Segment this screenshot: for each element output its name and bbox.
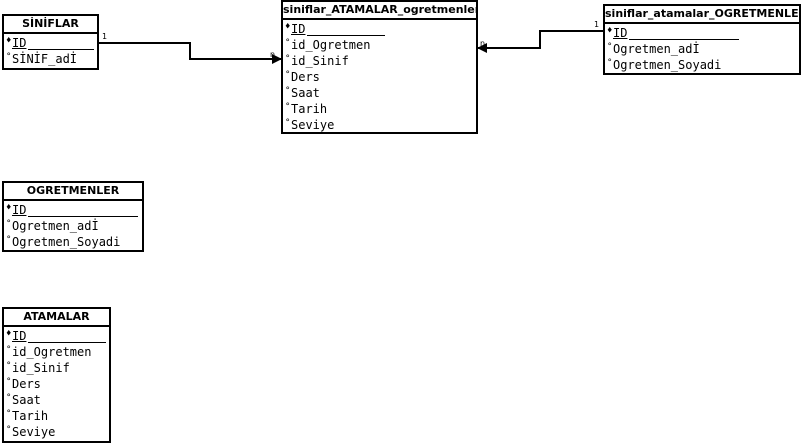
attribute-name: Tarih [291, 102, 328, 116]
attribute-row[interactable]: ♦ID [4, 202, 142, 218]
attribute-icon: ° [6, 219, 12, 229]
attribute-name: Ogretmen_Soyadi [12, 235, 121, 249]
attribute-name: SİNİF_adİ [12, 52, 78, 66]
entity-title: SİNİFLAR [4, 16, 97, 34]
key-underline [629, 39, 739, 40]
attribute-icon: ° [607, 42, 613, 52]
attribute-icon: ° [6, 425, 12, 435]
attribute-icon: ° [6, 361, 12, 371]
attribute-row[interactable]: °Ders [4, 376, 109, 392]
attribute-name: ID [613, 26, 628, 40]
attribute-icon: ° [285, 86, 291, 96]
attribute-name: ID [12, 329, 27, 343]
attribute-row[interactable]: ♦ID [283, 21, 476, 37]
entity-siniflar-atamalar-ogretmenler[interactable]: siniflar_ATAMALAR_ogretmenler ♦ID °id_Og… [281, 0, 478, 134]
attribute-row[interactable]: °Ogretmen_Soyadi [605, 57, 799, 73]
attribute-row[interactable]: °Tarih [283, 101, 476, 117]
attribute-icon: ° [6, 377, 12, 387]
attribute-row[interactable]: °Ders [283, 69, 476, 85]
primary-key-icon: ♦ [6, 329, 12, 339]
attribute-name: Ders [12, 377, 41, 391]
attribute-name: ID [12, 203, 27, 217]
cardinality-one-label: 1 [102, 32, 107, 41]
attribute-name: id_Sinif [12, 361, 70, 375]
attribute-name: Saat [291, 86, 320, 100]
relationship-ogretmenler-to-junction[interactable] [477, 30, 603, 53]
attribute-row[interactable]: °Saat [283, 85, 476, 101]
attribute-icon: ° [285, 54, 291, 64]
key-underline [28, 216, 138, 217]
attribute-row[interactable]: ♦ID [4, 328, 109, 344]
entity-title: siniflar_atamalar_OGRETMENLER [605, 6, 799, 24]
cardinality-one-label: 1 [594, 20, 599, 29]
attribute-name: Ogretmen_adİ [613, 42, 700, 56]
attribute-name: id_Sinif [291, 54, 349, 68]
attribute-icon: ° [607, 58, 613, 68]
attribute-row[interactable]: °id_Ogretmen [4, 344, 109, 360]
entity-title: OGRETMENLER [4, 183, 142, 201]
attribute-name: ID [12, 36, 27, 50]
attribute-row[interactable]: °Ogretmen_adİ [605, 41, 799, 57]
primary-key-icon: ♦ [607, 26, 613, 36]
attribute-name: Seviye [291, 118, 335, 132]
primary-key-icon: ♦ [285, 22, 291, 32]
attribute-icon: ° [6, 345, 12, 355]
attribute-row[interactable]: °id_Sinif [4, 360, 109, 376]
attribute-icon: ° [285, 38, 291, 48]
primary-key-icon: ♦ [6, 36, 12, 46]
attribute-name: Seviye [12, 425, 56, 439]
attribute-row[interactable]: °id_Ogretmen [283, 37, 476, 53]
key-underline [28, 49, 94, 50]
cardinality-many-label: n [270, 50, 275, 59]
attribute-name: Saat [12, 393, 41, 407]
attribute-row[interactable]: ♦ID [4, 35, 97, 51]
entity-siniflar[interactable]: SİNİFLAR ♦ID °SİNİF_adİ [2, 14, 99, 70]
attribute-name: id_Ogretmen [291, 38, 371, 52]
attribute-name: Ogretmen_adİ [12, 219, 99, 233]
entity-atamalar[interactable]: ATAMALAR ♦ID °id_Ogretmen °id_Sinif °Der… [2, 307, 111, 443]
attribute-row[interactable]: °Saat [4, 392, 109, 408]
attribute-icon: ° [6, 409, 12, 419]
attribute-row[interactable]: °Ogretmen_adİ [4, 218, 142, 234]
attribute-icon: ° [285, 102, 291, 112]
attribute-row[interactable]: °Seviye [283, 117, 476, 133]
key-underline [307, 35, 385, 36]
entity-ogretmenler[interactable]: OGRETMENLER ♦ID °Ogretmen_adİ °Ogretmen_… [2, 181, 144, 252]
attribute-name: Ders [291, 70, 320, 84]
entity-title: ATAMALAR [4, 309, 109, 327]
attribute-row[interactable]: °Ogretmen_Soyadi [4, 234, 142, 250]
attribute-icon: ° [6, 393, 12, 403]
attribute-icon: ° [285, 70, 291, 80]
attribute-name: id_Ogretmen [12, 345, 92, 359]
attribute-name: Ogretmen_Soyadi [613, 58, 722, 72]
attribute-icon: ° [285, 118, 291, 128]
attribute-row[interactable]: °id_Sinif [283, 53, 476, 69]
entity-title: siniflar_ATAMALAR_ogretmenler [283, 2, 476, 20]
entity-siniflar-atamalar-ogretmenler-lookup[interactable]: siniflar_atamalar_OGRETMENLER ♦ID °Ogret… [603, 4, 801, 75]
attribute-icon: ° [6, 52, 12, 62]
relationship-siniflar-to-junction[interactable] [99, 42, 282, 64]
primary-key-icon: ♦ [6, 203, 12, 213]
attribute-row[interactable]: ♦ID [605, 25, 799, 41]
attribute-row[interactable]: °Tarih [4, 408, 109, 424]
attribute-icon: ° [6, 235, 12, 245]
attribute-row[interactable]: °Seviye [4, 424, 109, 440]
attribute-name: Tarih [12, 409, 49, 423]
key-underline [28, 342, 106, 343]
cardinality-many-label: n [480, 39, 485, 48]
attribute-name: ID [291, 22, 306, 36]
attribute-row[interactable]: °SİNİF_adİ [4, 51, 97, 67]
